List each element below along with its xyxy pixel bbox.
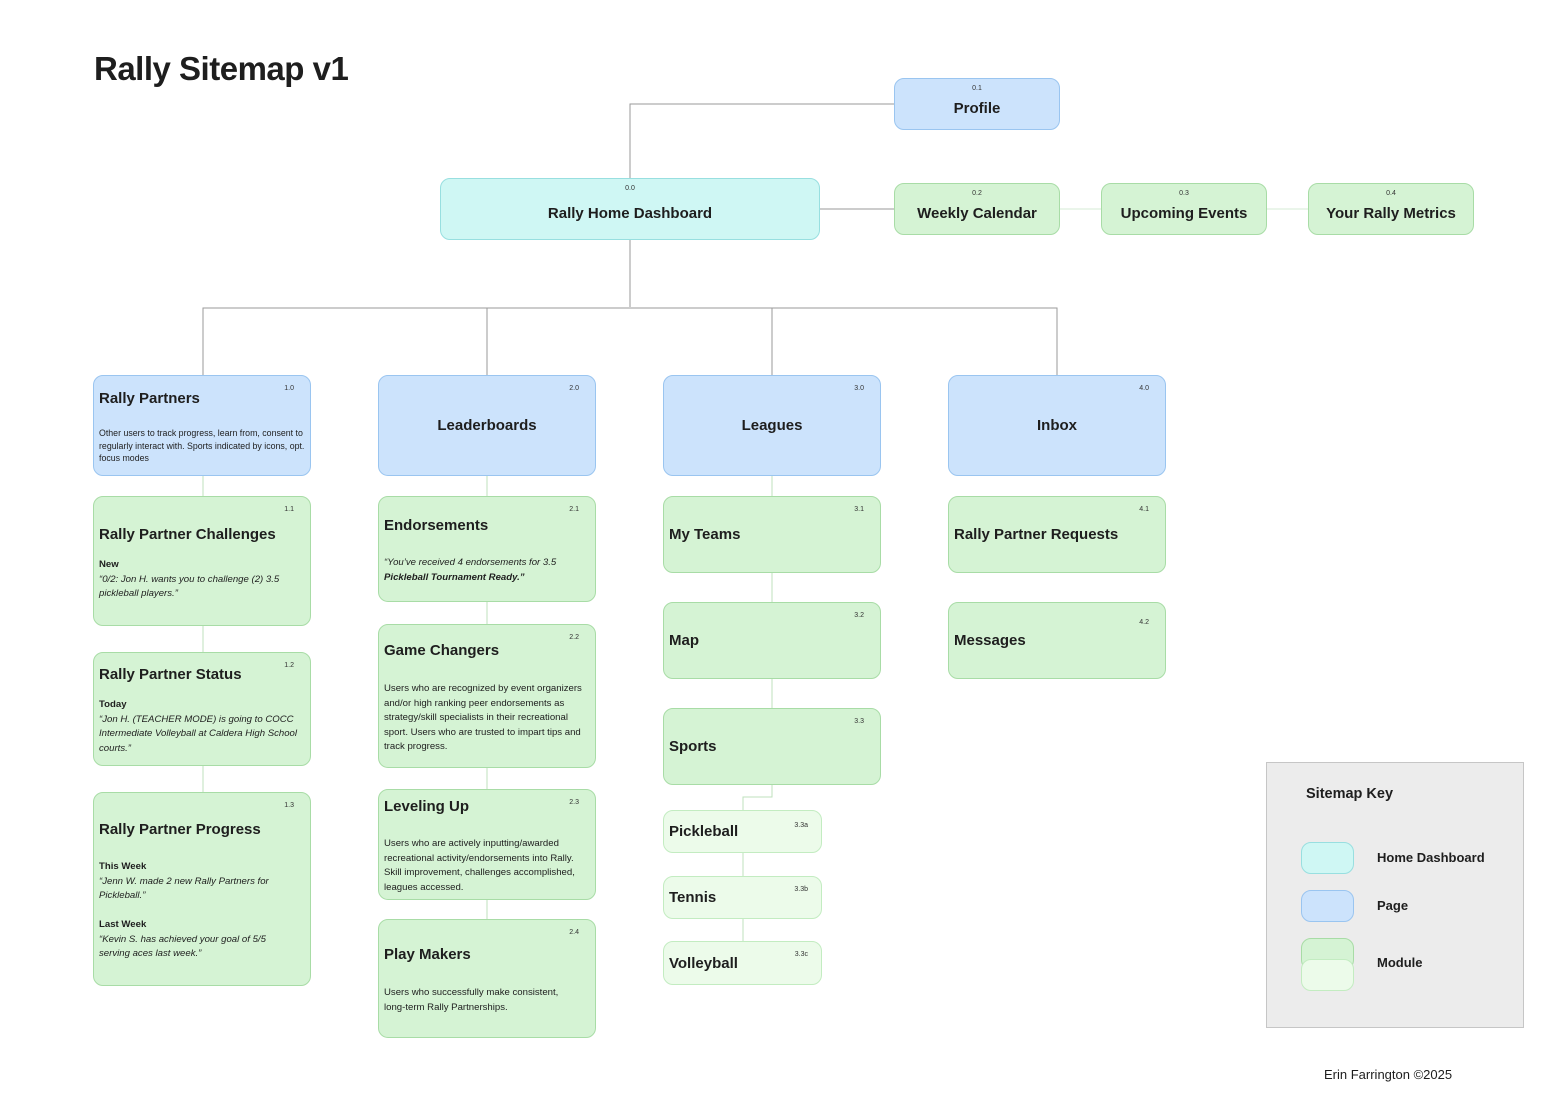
node-profile[interactable]: 0.1 Profile bbox=[894, 78, 1060, 130]
node-description: Users who are actively inputting/awarded… bbox=[384, 838, 575, 893]
node-label: Volleyball bbox=[669, 954, 738, 972]
connector-sports-pickleball bbox=[742, 785, 773, 810]
node-description: Other users to track progress, learn fro… bbox=[99, 428, 305, 463]
node-number: 3.3a bbox=[794, 822, 808, 829]
node-upcoming-events[interactable]: 0.3 Upcoming Events bbox=[1101, 183, 1267, 235]
node-label: Your Rally Metrics bbox=[1326, 204, 1456, 222]
node-label: Profile bbox=[953, 99, 1001, 117]
node-rally-partner-progress[interactable]: 1.3 Rally Partner Progress This Week “Je… bbox=[93, 792, 311, 986]
node-description: This Week “Jenn W. made 2 new Rally Part… bbox=[99, 861, 269, 959]
node-label: Rally Partner Progress bbox=[99, 821, 261, 838]
node-label: Play Makers bbox=[384, 946, 471, 963]
node-number: 3.1 bbox=[854, 506, 864, 513]
node-number: 3.3b bbox=[794, 886, 808, 893]
node-number: 2.2 bbox=[569, 634, 579, 641]
node-label: Sports bbox=[669, 738, 717, 755]
node-leveling-up[interactable]: 2.3 Leveling Up Users who are actively i… bbox=[378, 789, 596, 900]
node-tennis[interactable]: 3.3b Tennis bbox=[663, 876, 822, 919]
sitemap-key: Sitemap Key Home Dashboard Page Module bbox=[1266, 762, 1524, 1028]
node-label: Rally Partners bbox=[99, 390, 200, 407]
node-description: “You’ve received 4 endorsements for 3.5 … bbox=[384, 557, 557, 583]
node-description: New “0/2: Jon H. wants you to challenge … bbox=[99, 559, 280, 599]
node-number: 2.3 bbox=[569, 799, 579, 806]
node-label: Weekly Calendar bbox=[917, 204, 1037, 222]
node-label: Rally Partner Challenges bbox=[99, 526, 276, 543]
node-label: Leaderboards bbox=[437, 417, 537, 434]
swatch-sub-module bbox=[1301, 959, 1354, 991]
node-rally-home-dashboard[interactable]: 0.0 Rally Home Dashboard bbox=[440, 178, 820, 240]
node-rally-partner-challenges[interactable]: 1.1 Rally Partner Challenges New “0/2: J… bbox=[93, 496, 311, 626]
node-description: Today “Jon H. (TEACHER MODE) is going to… bbox=[99, 699, 298, 754]
node-my-teams[interactable]: 3.1 My Teams bbox=[663, 496, 881, 573]
node-label: Upcoming Events bbox=[1120, 204, 1248, 222]
node-label: Rally Partner Requests bbox=[954, 526, 1119, 543]
key-label-home-dashboard: Home Dashboard bbox=[1377, 850, 1485, 865]
node-label: Tennis bbox=[669, 889, 717, 906]
key-label-module: Module bbox=[1377, 955, 1423, 970]
node-number: 2.0 bbox=[569, 385, 579, 392]
node-label: Inbox bbox=[1037, 417, 1077, 434]
node-number: 0.4 bbox=[1386, 190, 1396, 197]
node-label: Rally Partner Status bbox=[99, 666, 242, 683]
node-your-rally-metrics[interactable]: 0.4 Your Rally Metrics bbox=[1308, 183, 1474, 235]
node-endorsements[interactable]: 2.1 Endorsements “You’ve received 4 endo… bbox=[378, 496, 596, 602]
node-description: Users who are recognized by event organi… bbox=[384, 683, 582, 752]
node-weekly-calendar[interactable]: 0.2 Weekly Calendar bbox=[894, 183, 1060, 235]
node-label: My Teams bbox=[669, 526, 741, 543]
node-leaderboards[interactable]: 2.0 Leaderboards bbox=[378, 375, 596, 476]
node-number: 1.2 bbox=[284, 662, 294, 669]
node-number: 4.2 bbox=[1139, 619, 1149, 626]
node-number: 4.1 bbox=[1139, 506, 1149, 513]
node-label: Pickleball bbox=[669, 823, 739, 840]
node-inbox[interactable]: 4.0 Inbox bbox=[948, 375, 1166, 476]
footer-credit: Erin Farrington ©2025 bbox=[1324, 1067, 1453, 1082]
node-volleyball[interactable]: 3.3c Volleyball bbox=[663, 941, 822, 985]
page-title: Rally Sitemap v1 bbox=[94, 50, 349, 87]
node-label: Leveling Up bbox=[384, 798, 470, 815]
node-number: 0.0 bbox=[625, 185, 635, 192]
key-label-page: Page bbox=[1377, 898, 1409, 913]
node-number: 1.0 bbox=[284, 385, 294, 392]
node-rally-partners[interactable]: 1.0 Rally Partners Other users to track … bbox=[93, 375, 311, 476]
node-number: 3.3c bbox=[794, 951, 808, 958]
node-number: 1.1 bbox=[284, 506, 294, 513]
node-pickleball[interactable]: 3.3a Pickleball bbox=[663, 810, 822, 853]
node-game-changers[interactable]: 2.2 Game Changers Users who are recogniz… bbox=[378, 624, 596, 768]
node-number: 3.3 bbox=[854, 718, 864, 725]
node-label: Map bbox=[669, 632, 699, 649]
node-label: Game Changers bbox=[384, 642, 500, 659]
node-number: 3.2 bbox=[854, 612, 864, 619]
node-description: Users who successfully make consistent, … bbox=[384, 987, 559, 1013]
connector-branch-bar bbox=[202, 307, 1058, 375]
node-play-makers[interactable]: 2.4 Play Makers Users who successfully m… bbox=[378, 919, 596, 1038]
node-number: 3.0 bbox=[854, 385, 864, 392]
node-leagues[interactable]: 3.0 Leagues bbox=[663, 375, 881, 476]
node-number: 0.3 bbox=[1179, 190, 1189, 197]
node-number: 0.1 bbox=[972, 85, 982, 92]
node-number: 4.0 bbox=[1139, 385, 1149, 392]
node-map[interactable]: 3.2 Map bbox=[663, 602, 881, 679]
node-number: 2.4 bbox=[569, 929, 579, 936]
node-rally-partner-status[interactable]: 1.2 Rally Partner Status Today “Jon H. (… bbox=[93, 652, 311, 766]
swatch-home-dashboard bbox=[1301, 842, 1354, 874]
node-label: Leagues bbox=[741, 417, 803, 434]
node-messages[interactable]: 4.2 Messages bbox=[948, 602, 1166, 679]
node-label: Rally Home Dashboard bbox=[547, 204, 713, 222]
node-number: 1.3 bbox=[284, 802, 294, 809]
connector-home-profile bbox=[629, 103, 894, 178]
node-rally-partner-requests[interactable]: 4.1 Rally Partner Requests bbox=[948, 496, 1166, 573]
node-number: 2.1 bbox=[569, 506, 579, 513]
node-number: 0.2 bbox=[972, 190, 982, 197]
node-label: Endorsements bbox=[384, 517, 489, 534]
sitemap-key-title: Sitemap Key bbox=[1306, 786, 1394, 802]
swatch-page bbox=[1301, 890, 1354, 922]
node-label: Messages bbox=[954, 632, 1026, 649]
node-sports[interactable]: 3.3 Sports bbox=[663, 708, 881, 785]
